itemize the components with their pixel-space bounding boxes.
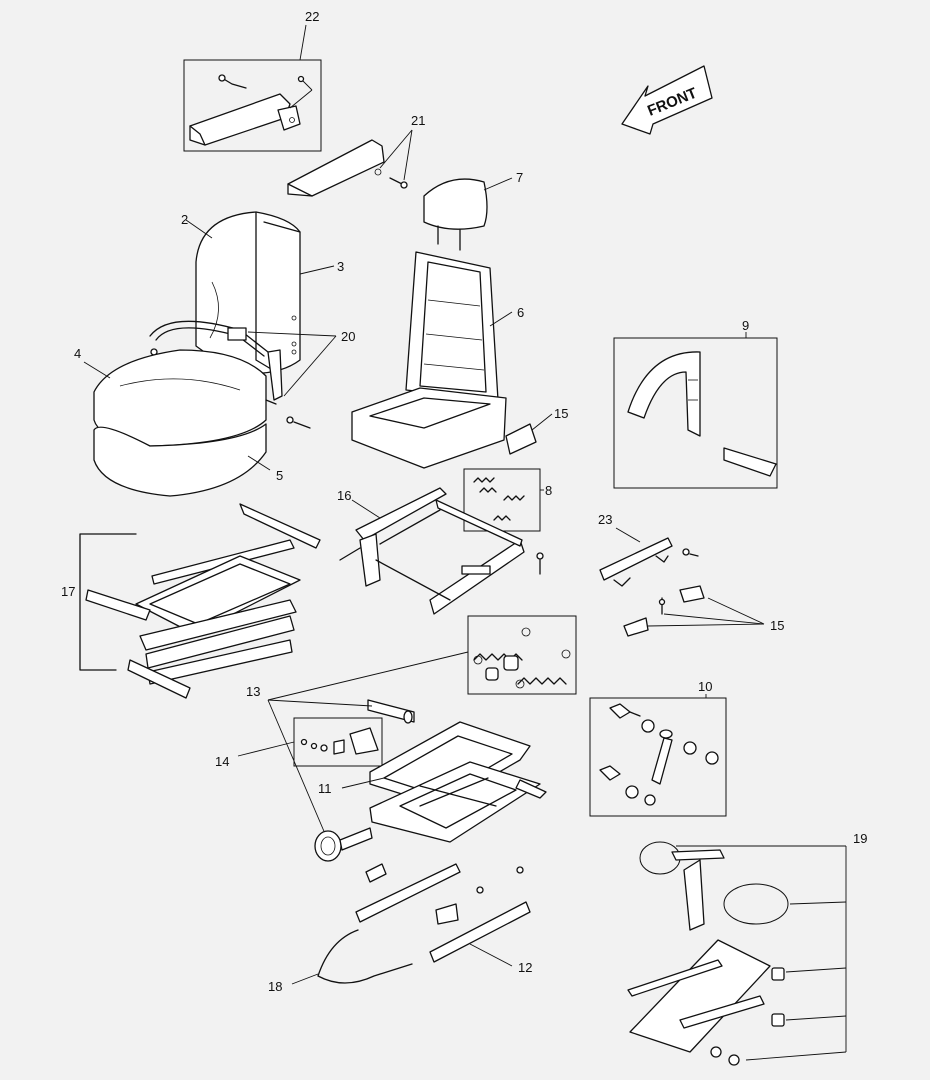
callout-7: 7	[516, 170, 523, 185]
part-10-shock-absorber	[589, 694, 727, 817]
front-direction-arrow: FRONT	[621, 65, 713, 135]
callout-labels: 22 21 7 2 3 6 20 4 9 15 5 8 16 23 17 15 …	[61, 9, 867, 994]
part-11-suspension-scissor	[341, 721, 547, 843]
part-20-seat-belt	[149, 320, 337, 401]
callout-15-lower: 15	[770, 618, 784, 633]
part-22-armrest-assembly	[183, 24, 322, 152]
part-5-seat-base	[93, 423, 271, 497]
callout-22: 22	[305, 9, 319, 24]
part-22-box	[183, 59, 322, 152]
part-19-armrest-bracket	[627, 841, 847, 1066]
callout-15-upper: 15	[554, 406, 568, 421]
callout-10: 10	[698, 679, 712, 694]
callout-16: 16	[337, 488, 351, 503]
part-10-box	[589, 697, 727, 817]
part-15-knob-upper	[505, 413, 553, 455]
height-adjuster-knob	[314, 827, 373, 862]
callout-13: 13	[246, 684, 260, 699]
part-2-3-backrest	[185, 211, 335, 375]
callout-8: 8	[545, 483, 552, 498]
part-17-cushion-base-stack	[79, 503, 321, 699]
callout-12: 12	[518, 960, 532, 975]
callout-5: 5	[276, 468, 283, 483]
part-9-box	[613, 337, 778, 489]
callout-2: 2	[181, 212, 188, 227]
part-9-strap	[613, 332, 778, 489]
part-13-box	[467, 615, 577, 695]
callout-19: 19	[853, 831, 867, 846]
callout-4: 4	[74, 346, 81, 361]
callout-20: 20	[341, 329, 355, 344]
part-12-slide-rails	[355, 863, 531, 967]
callout-21: 21	[411, 113, 425, 128]
callout-18: 18	[268, 979, 282, 994]
part-14-bracket	[237, 717, 383, 767]
part-21-armrest	[287, 129, 413, 197]
callout-9: 9	[742, 318, 749, 333]
part-18-handle-bar	[291, 929, 413, 985]
callout-17: 17	[61, 584, 75, 599]
callout-3: 3	[337, 259, 344, 274]
callout-6: 6	[517, 305, 524, 320]
part-13-springs-damper	[267, 615, 577, 837]
callout-23: 23	[598, 512, 612, 527]
part-7-headrest	[423, 177, 513, 251]
part-23-slide-rail	[599, 527, 699, 587]
part-6-backrest-frame	[351, 251, 513, 469]
part-15-knobs-lower	[623, 585, 765, 637]
callout-11: 11	[318, 781, 332, 796]
part-16-seat-frame	[339, 487, 544, 615]
callout-14: 14	[215, 754, 229, 769]
